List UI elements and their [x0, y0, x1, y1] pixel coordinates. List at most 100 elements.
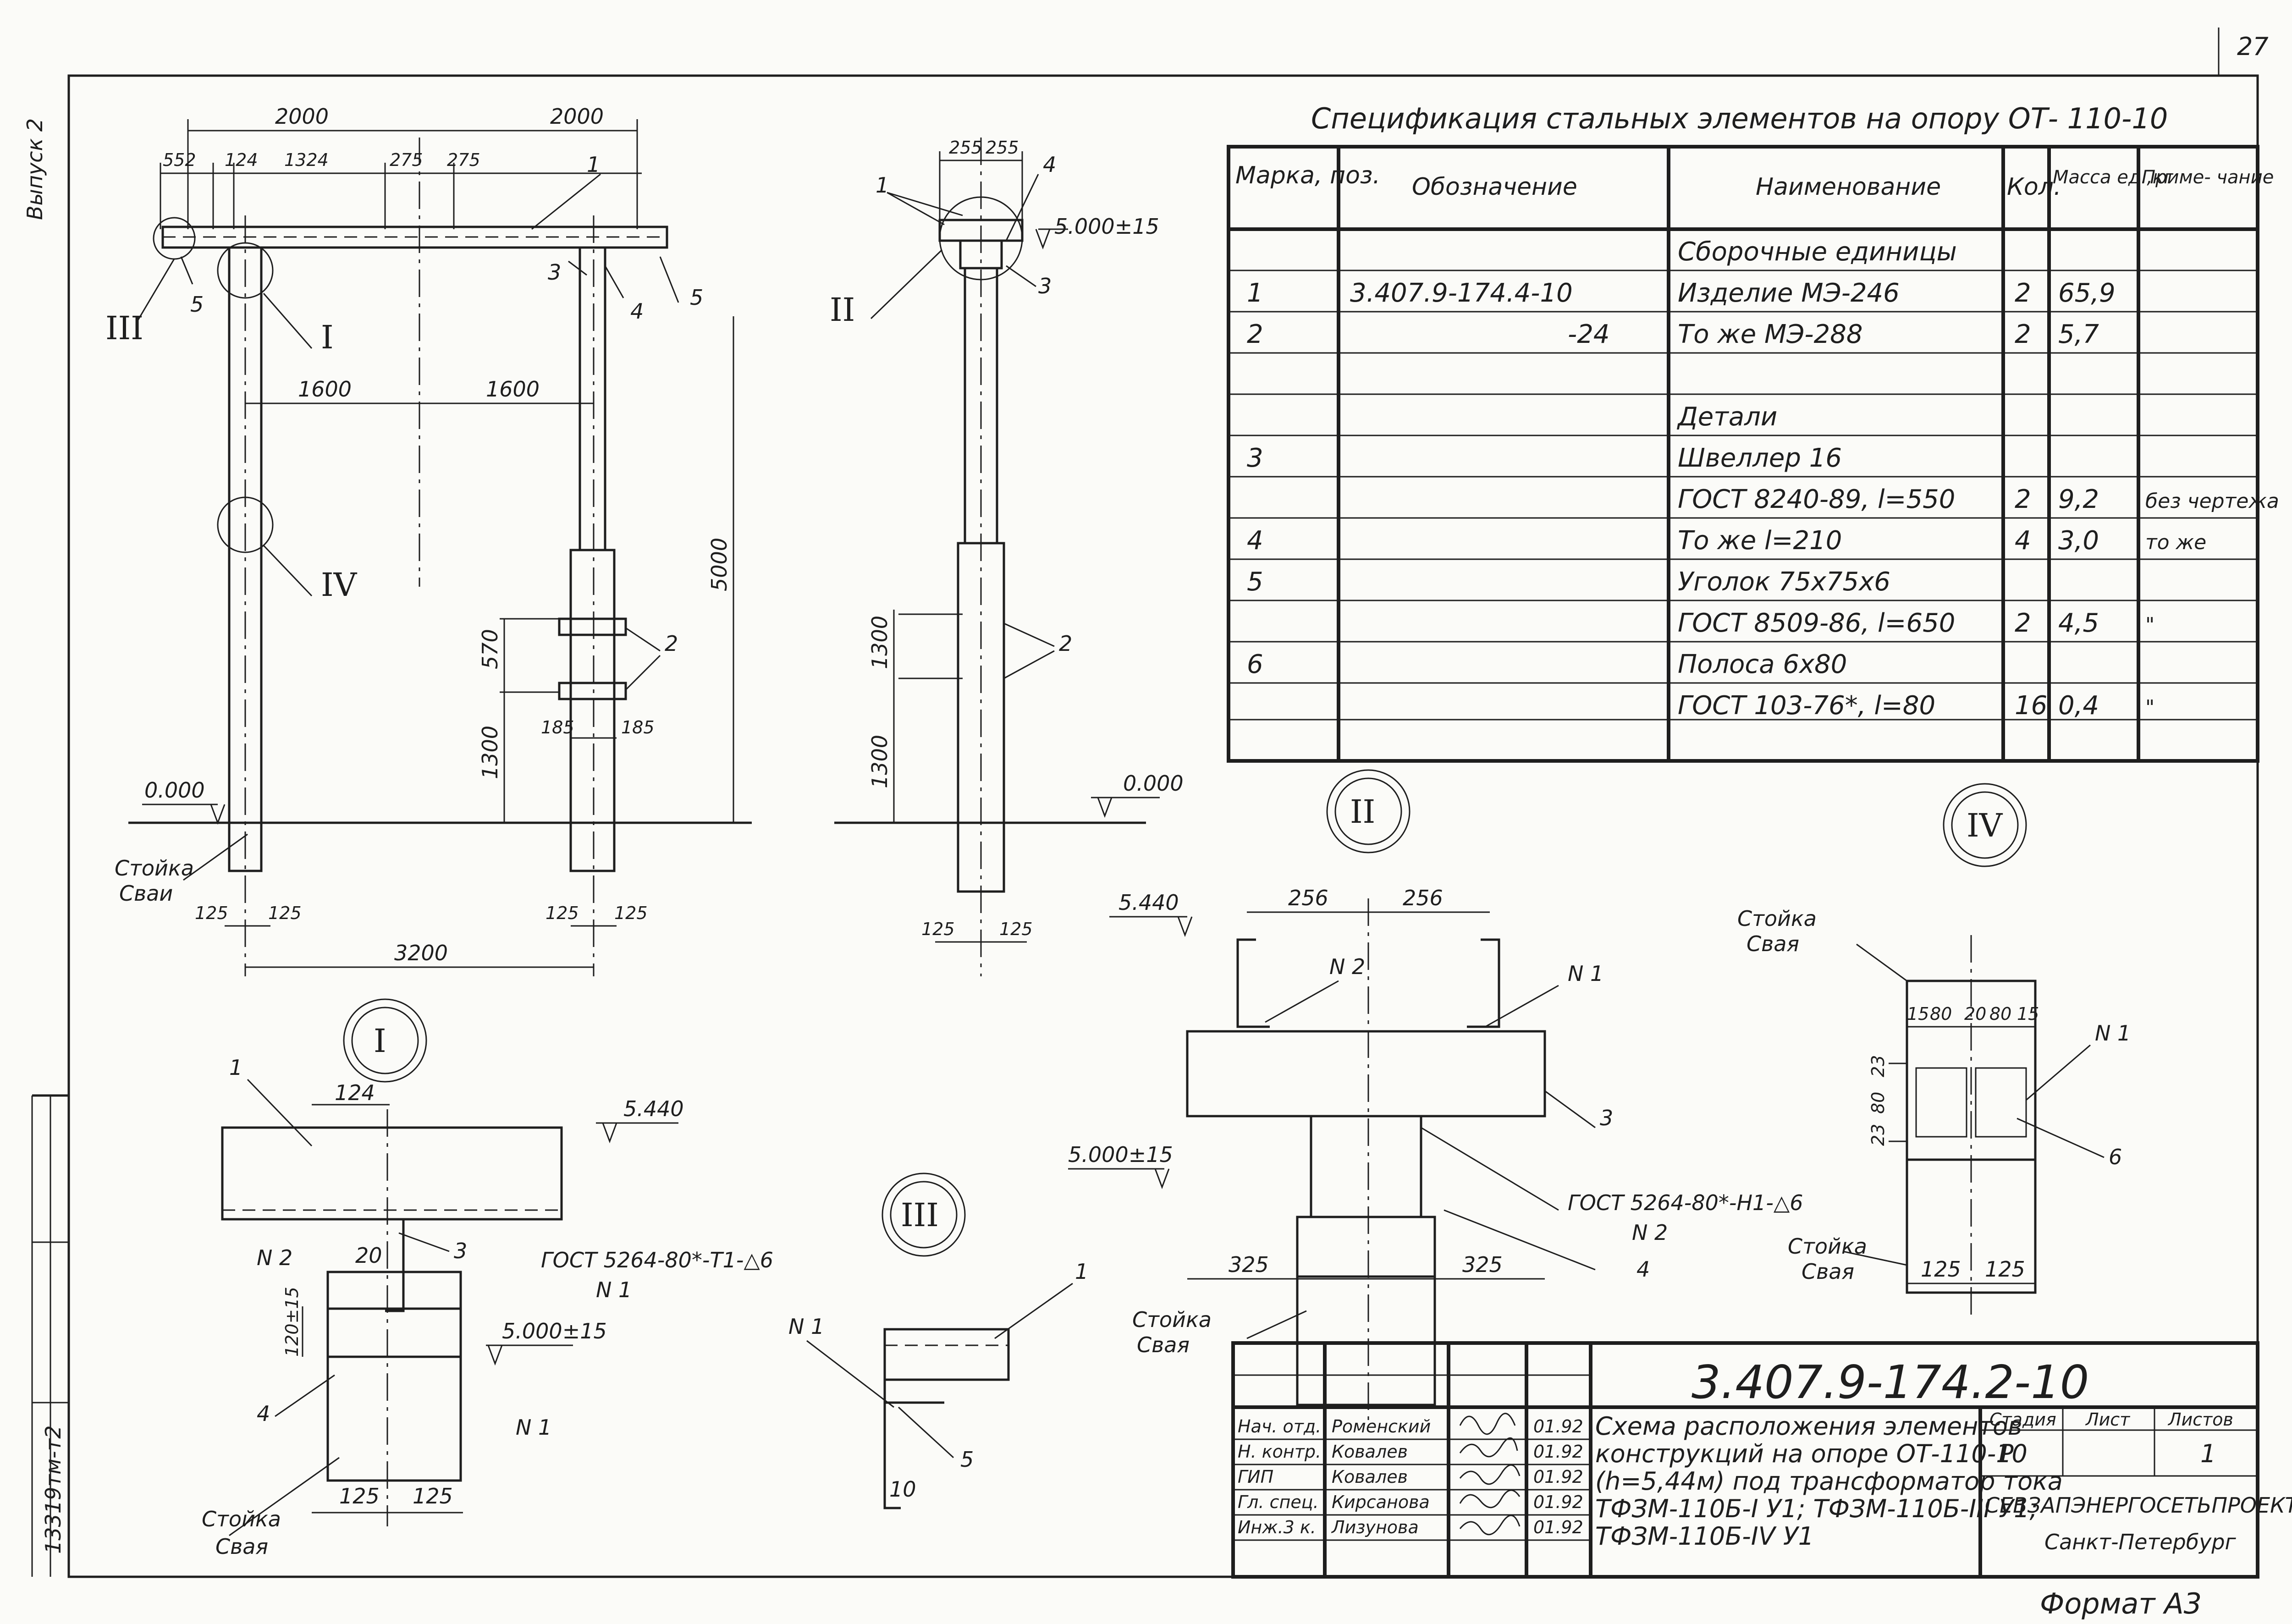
spec-cell-qty: 2	[2015, 278, 2031, 308]
date-3: 01.92	[1533, 1467, 1583, 1487]
spec-cell-mass: 65,9	[2058, 278, 2116, 308]
spec-cell-mark: 6	[1247, 650, 1263, 679]
node-i-title: I	[374, 1022, 386, 1060]
role-3: ГИП	[1238, 1467, 1273, 1487]
org-city: Санкт-Петербург	[2044, 1530, 2237, 1554]
elev-dim-1600a: 1600	[298, 377, 352, 402]
node-ii-dim-325b: 325	[1462, 1252, 1503, 1277]
node-ii	[1068, 769, 1596, 1421]
node-i-weld-n1: N 1	[516, 1415, 551, 1440]
spec-cell-name: То же МЭ-288	[1678, 319, 1862, 349]
org-name: СЕВЗАПЭНЕРГОСЕТЬПРОЕКТ	[1985, 1493, 2292, 1518]
side-dim-255a: 255	[949, 138, 982, 158]
node-i-weld-n1-top: N 1	[596, 1277, 632, 1302]
spec-cell-mark: 5	[1247, 567, 1263, 597]
elev-dim-125d: 125	[614, 903, 648, 923]
elev-post-label: Стойка	[115, 856, 194, 881]
side-level-5000: 5.000±15	[1054, 214, 1159, 239]
elev-dim-125b: 125	[268, 903, 302, 923]
spec-cell-mass: 5,7	[2058, 319, 2099, 349]
node-iii-callout-5: 5	[960, 1447, 974, 1472]
spec-header-name: Наименование	[1756, 173, 1941, 201]
spec-cell-name: ГОСТ 8509-86, l=650	[1678, 608, 1955, 638]
node-ii-level-top: 5.440	[1118, 890, 1179, 915]
node-ii-title: II	[1350, 793, 1375, 831]
side-dim-1300b: 1300	[867, 735, 892, 788]
side-dim-1300a: 1300	[867, 616, 892, 669]
elev-dim-5000: 5000	[707, 538, 732, 591]
role-4: Гл. спец.	[1238, 1492, 1319, 1512]
date-4: 01.92	[1533, 1492, 1583, 1512]
spec-cell-qty: 4	[2015, 526, 2031, 556]
spec-cell-mark: 2	[1247, 319, 1263, 349]
name-5: Лизунова	[1331, 1517, 1419, 1537]
elev-dim-1300: 1300	[478, 726, 502, 779]
elev-dim-125a: 125	[195, 903, 228, 923]
spec-cell-designation: 3.407.9-174.4-10	[1350, 278, 1573, 308]
side-callout-1: 1	[876, 173, 889, 198]
spec-cell-name: Уголок 75х75х6	[1678, 567, 1890, 597]
side-dim-125b: 125	[999, 919, 1033, 939]
node-iii-dim-10: 10	[889, 1477, 916, 1502]
side-level-0: 0.000	[1123, 771, 1184, 796]
spec-cell-name: Швеллер 16	[1678, 443, 1842, 473]
title-block-text: 3.407.9-174.2-10 Схема расположения элем…	[1238, 1355, 2292, 1554]
node-i	[221, 998, 678, 1536]
spec-cell-name: ГОСТ 8240-89, l=550	[1678, 484, 1955, 514]
node-iii-callout-1: 1	[1075, 1259, 1088, 1284]
node-i-level-top: 5.440	[623, 1096, 684, 1121]
elev-dim-124: 124	[225, 150, 258, 170]
node-iv-labels: IV 15 80 20 80 15 23 80 23 125 125 N 1 6…	[1737, 807, 2131, 1284]
node-i-gost: ГОСТ 5264-80*-Т1-△6	[541, 1248, 773, 1272]
spec-header-designation: Обозначение	[1412, 173, 1577, 201]
spec-header-qty: Кол.	[2007, 173, 2061, 201]
side-label: Выпуск 2	[22, 118, 47, 220]
role-2: Н. контр.	[1238, 1442, 1321, 1462]
node-i-dim-124: 124	[335, 1080, 375, 1105]
spec-cell-qty: 2	[2015, 319, 2031, 349]
elev-dim-125c: 125	[545, 903, 579, 923]
node-ii-dim-256b: 256	[1403, 886, 1443, 910]
node-iv-dim-20: 20	[1964, 1004, 1986, 1024]
elev-dim-1600b: 1600	[486, 377, 540, 402]
spec-cell-note: без чертежа	[2145, 490, 2279, 513]
elev-dim-top-1: 2000	[275, 104, 329, 129]
side-dim-255b: 255	[986, 138, 1019, 158]
spec-cell-note: "	[2145, 696, 2154, 719]
elev-callout-5a: 5	[190, 292, 204, 317]
spec-table: Спецификация стальных элементов на опору…	[1227, 102, 2259, 763]
node-ii-callout-3: 3	[1600, 1106, 1613, 1130]
node-i-pile: Свая	[215, 1534, 268, 1559]
node-iv-dim-80b: 80	[1989, 1004, 2011, 1024]
name-1: Роменский	[1332, 1416, 1431, 1437]
name-4: Кирсанова	[1332, 1492, 1430, 1512]
spec-cell-note: то же	[2145, 531, 2206, 554]
inventory-number: 13319тм-т2	[41, 1426, 66, 1554]
side-callout-3: 3	[1038, 274, 1052, 298]
date-1: 01.92	[1533, 1416, 1583, 1437]
date-2: 01.92	[1533, 1442, 1583, 1462]
spec-cell-qty: 2	[2015, 608, 2031, 638]
spec-cell-mark: 4	[1247, 526, 1263, 556]
format-label: Формат А3	[2040, 1587, 2202, 1620]
node-i-dim-125b: 125	[413, 1484, 453, 1508]
elev-marker-iii: III	[105, 309, 143, 347]
elev-pile-label: Сваи	[119, 881, 173, 906]
node-iv-dim-15a: 15	[1907, 1004, 1929, 1024]
spec-title: Спецификация стальных элементов на опору…	[1311, 102, 2168, 135]
spec-cell-name: Детали	[1676, 402, 1777, 432]
elev-callout-1: 1	[587, 152, 600, 177]
sheet-frame	[31, 28, 2259, 1578]
spec-cell-mark: 1	[1247, 278, 1263, 308]
spec-cell-name: Полоса 6х80	[1678, 650, 1847, 679]
spec-cell-name: ГОСТ 103-76*, l=80	[1678, 691, 1935, 721]
sheet-header: Лист	[2085, 1409, 2131, 1430]
spec-header-mark: Марка, поз.	[1235, 162, 1380, 189]
spec-cell-qty: 16	[2015, 691, 2047, 721]
node-ii-level-mid: 5.000±15	[1068, 1142, 1173, 1167]
spec-cell-name: Изделие МЭ-246	[1678, 278, 1900, 308]
elev-dim-275a: 275	[390, 150, 423, 170]
node-ii-weld-n2: N 2	[1632, 1220, 1668, 1245]
node-i-weld-n2: N 2	[257, 1245, 292, 1270]
